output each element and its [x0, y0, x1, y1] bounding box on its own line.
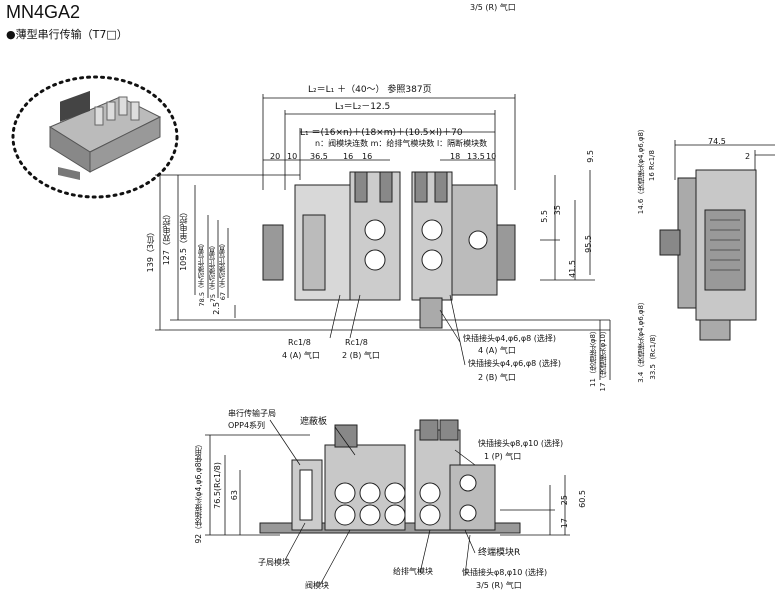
- quick-p-label: 快插接头φ8,φ10 (选择): [478, 439, 564, 448]
- dim-9-5: 9.5: [586, 150, 595, 163]
- dim-5-5: 5.5: [540, 210, 549, 223]
- sub-module-label: 子局模块: [258, 558, 290, 567]
- l2-formula: L₂＝L₁ ＋（40～） 参照387页: [308, 85, 432, 95]
- side-dim-16: 16 Rc1/8: [648, 150, 656, 182]
- bottom-view-drawing: [205, 419, 570, 586]
- side-dim-33-5: 33.5（Rc1/8）: [649, 330, 657, 380]
- end-module-label: 终端模块R: [478, 548, 521, 558]
- port-35r-label: 3/5 (R) 气口: [476, 581, 522, 590]
- dim-17: 17（快插接头φ10）: [599, 327, 607, 392]
- dim-2-5: 2.5: [212, 302, 221, 315]
- dim-13-5: 13.5: [467, 152, 485, 161]
- callout-port4a-a: 4 (A) 气口: [282, 351, 320, 360]
- dim-127: 127（双电控）: [162, 210, 171, 266]
- dim-35: 35: [553, 205, 562, 216]
- side-dim-74-5: 74.5: [708, 137, 726, 146]
- dim-95-5: 95.5: [584, 235, 593, 253]
- top-port-note: 3/5 (R) 气口: [470, 3, 516, 12]
- bottom-dim-17: 17: [560, 518, 569, 529]
- dim-10: 10: [287, 152, 298, 161]
- top-view-drawing: [155, 94, 611, 380]
- bottom-dim-63: 63: [230, 490, 239, 501]
- callout-port4a-b: 4 (A) 气口: [478, 346, 516, 355]
- l1-formula: L₁ ＝(16×n)＋(18×m)＋(10.5×l)＋70: [300, 128, 463, 138]
- dim-36-5: 36.5: [310, 152, 328, 161]
- bottom-dim-92: 92（快插接头φ4,φ6,φ8使用）: [194, 440, 203, 544]
- side-dim-2: 2: [745, 152, 751, 161]
- dim-16a: 16: [343, 152, 354, 161]
- callout-quick-a: 快插接头φ4,φ6,φ8 (选择): [463, 334, 556, 343]
- callout-port2b-a: 2 (B) 气口: [342, 351, 380, 360]
- quick-r-label: 快插接头φ8,φ10 (选择): [462, 568, 548, 577]
- callout-port2b-b: 2 (B) 气口: [478, 373, 516, 382]
- valve-module-label: 阀模块: [305, 581, 329, 590]
- bottom-dim-60-5: 60.5: [578, 490, 587, 508]
- opp-label: OPP4系列: [228, 421, 266, 430]
- dim-75: 75（手动操作位置）: [209, 242, 217, 303]
- dim-18: 18: [450, 152, 461, 161]
- dim-20: 20: [270, 152, 281, 161]
- dim-109-5: 109.5（单电控）: [179, 208, 188, 271]
- bottom-dim-25: 25: [560, 495, 569, 506]
- dim-11: 11（快插接头φ8）: [589, 327, 597, 387]
- product-illustration: [48, 90, 162, 180]
- page-subtitle: ●薄型串行传输（T7□）: [6, 28, 128, 41]
- dim-41-5: 41.5: [568, 260, 577, 278]
- dim-78-5: 78.5（手动操作位置）: [198, 240, 206, 307]
- bottom-dim-76-5: 76.5(Rc1/8): [213, 462, 222, 509]
- callout-rc18-a: Rc1/8: [288, 338, 311, 347]
- side-dim-3-4: 3.4（快插接头φ4,φ6,φ8）: [637, 298, 645, 383]
- callout-rc18-b: Rc1/8: [345, 338, 368, 347]
- callout-quick-b: 快插接头φ4,φ6,φ8 (选择): [468, 359, 561, 368]
- dim-10b: 10: [486, 152, 497, 161]
- supply-module-label: 给排气模块: [393, 567, 433, 576]
- dim-139: 139（3位）: [146, 228, 155, 273]
- page-title: MN4GA2: [6, 2, 81, 22]
- cover-label: 遮蔽板: [300, 417, 328, 427]
- product-photo: [11, 75, 179, 199]
- l1-legend: n：阀模块连数 m：给排气模块数 l：隔断模块数: [315, 139, 488, 148]
- station-label: 串行传输子局: [228, 409, 276, 418]
- side-view-drawing: [659, 140, 775, 341]
- l3-formula: L₃＝L₂－12.5: [335, 102, 391, 112]
- dim-67: 67（手动操作位置）: [219, 240, 227, 301]
- port-1p-label: 1 (P) 气口: [484, 452, 522, 461]
- dim-16b: 16: [362, 152, 373, 161]
- side-dim-14-6: 14.6（快插接头φ4,φ6,φ8）: [637, 125, 645, 215]
